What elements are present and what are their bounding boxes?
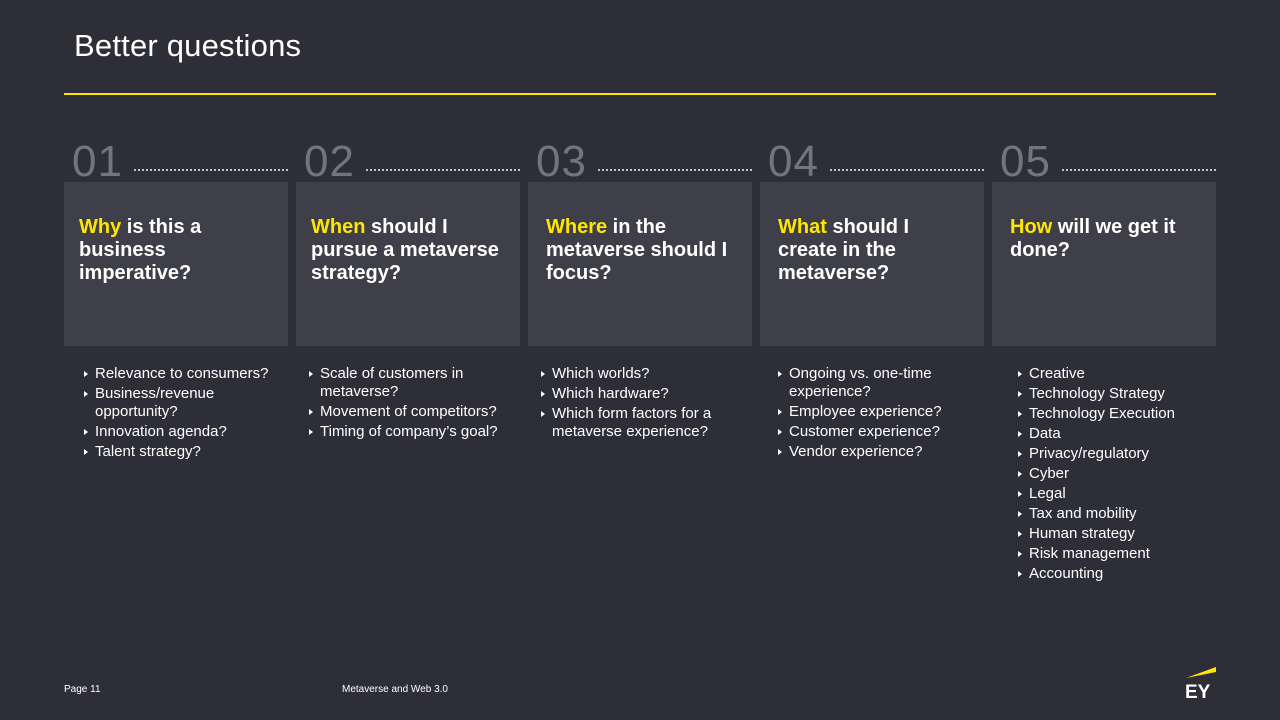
- document-title: Metaverse and Web 3.0: [342, 684, 448, 695]
- question-rest: in the metaverse should I focus?: [546, 216, 728, 284]
- question-box: What should I create in the metaverse?: [760, 182, 984, 346]
- question-keyword: Why: [79, 216, 122, 238]
- page-title: Better questions: [74, 28, 302, 63]
- question-column-1: 01 Why is this a business imperative? Re…: [64, 140, 288, 463]
- question-rest: should I create in the metaverse?: [778, 216, 910, 284]
- bullet-item: Privacy/regulatory: [1018, 445, 1216, 463]
- bullet-item: Talent strategy?: [84, 443, 288, 461]
- bullet-item: Accounting: [1018, 565, 1216, 583]
- bullet-item: Which form factors for a metaverse exper…: [541, 405, 752, 440]
- bullet-item: Business/revenue opportunity?: [84, 385, 288, 420]
- bullet-item: Employee experience?: [778, 403, 984, 421]
- bullet-list: Which worlds? Which hardware? Which form…: [528, 346, 752, 440]
- bullet-list: Scale of customers in metaverse? Movemen…: [296, 346, 520, 440]
- logo-text: EY: [1185, 682, 1211, 700]
- question-column-4: 04 What should I create in the metaverse…: [760, 140, 984, 463]
- dotted-rule: [830, 169, 984, 171]
- bullet-item: Risk management: [1018, 545, 1216, 563]
- question-rest: should I pursue a metaverse strategy?: [311, 216, 499, 284]
- question-text: How will we get it done?: [1010, 216, 1204, 262]
- bullet-item: Legal: [1018, 485, 1216, 503]
- bullet-item: Relevance to consumers?: [84, 365, 288, 383]
- bullet-list: Relevance to consumers? Business/revenue…: [64, 346, 288, 460]
- column-number: 03: [536, 137, 587, 186]
- question-keyword: When: [311, 216, 366, 238]
- ey-logo-icon: EY: [1185, 667, 1216, 700]
- question-rest: will we get it done?: [1010, 216, 1176, 261]
- column-header: 03: [528, 137, 752, 186]
- bullet-item: Timing of company’s goal?: [309, 423, 520, 441]
- dotted-rule: [366, 169, 520, 171]
- question-box: When should I pursue a metaverse strateg…: [296, 182, 520, 346]
- dotted-rule: [598, 169, 752, 171]
- bullet-item: Ongoing vs. one-time experience?: [778, 365, 984, 400]
- question-text: Where in the metaverse should I focus?: [546, 216, 740, 285]
- bullet-item: Technology Execution: [1018, 405, 1216, 423]
- column-header: 05: [992, 137, 1216, 186]
- bullet-item: Which worlds?: [541, 365, 752, 383]
- question-box: Where in the metaverse should I focus?: [528, 182, 752, 346]
- question-keyword: Where: [546, 216, 608, 238]
- bullet-item: Cyber: [1018, 465, 1216, 483]
- bullet-item: Vendor experience?: [778, 443, 984, 461]
- question-column-5: 05 How will we get it done? Creative Tec…: [992, 140, 1216, 585]
- column-header: 02: [296, 137, 520, 186]
- column-number: 01: [72, 137, 123, 186]
- bullet-item: Data: [1018, 425, 1216, 443]
- question-box: How will we get it done?: [992, 182, 1216, 346]
- bullet-item: Scale of customers in metaverse?: [309, 365, 520, 400]
- column-number: 04: [768, 137, 819, 186]
- question-text: What should I create in the metaverse?: [778, 216, 972, 285]
- bullet-item: Technology Strategy: [1018, 385, 1216, 403]
- bullet-item: Tax and mobility: [1018, 505, 1216, 523]
- bullet-item: Human strategy: [1018, 525, 1216, 543]
- column-number: 05: [1000, 137, 1051, 186]
- question-keyword: How: [1010, 216, 1053, 238]
- question-text: When should I pursue a metaverse strateg…: [311, 216, 508, 285]
- question-column-3: 03 Where in the metaverse should I focus…: [528, 140, 752, 443]
- column-header: 04: [760, 137, 984, 186]
- bullet-item: Innovation agenda?: [84, 423, 288, 441]
- column-number: 02: [304, 137, 355, 186]
- dotted-rule: [134, 169, 288, 171]
- question-keyword: What: [778, 216, 827, 238]
- bullet-list: Ongoing vs. one-time experience? Employe…: [760, 346, 984, 460]
- question-rest: is this a business imperative?: [79, 216, 202, 284]
- bullet-item: Creative: [1018, 365, 1216, 383]
- page-number: Page 11: [64, 684, 101, 695]
- bullet-item: Movement of competitors?: [309, 403, 520, 421]
- bullet-list: Creative Technology Strategy Technology …: [992, 346, 1216, 583]
- title-divider: [64, 93, 1216, 95]
- dotted-rule: [1062, 169, 1216, 171]
- column-header: 01: [64, 137, 288, 186]
- question-text: Why is this a business imperative?: [79, 216, 276, 285]
- bullet-item: Which hardware?: [541, 385, 752, 403]
- bullet-item: Customer experience?: [778, 423, 984, 441]
- question-box: Why is this a business imperative?: [64, 182, 288, 346]
- question-column-2: 02 When should I pursue a metaverse stra…: [296, 140, 520, 443]
